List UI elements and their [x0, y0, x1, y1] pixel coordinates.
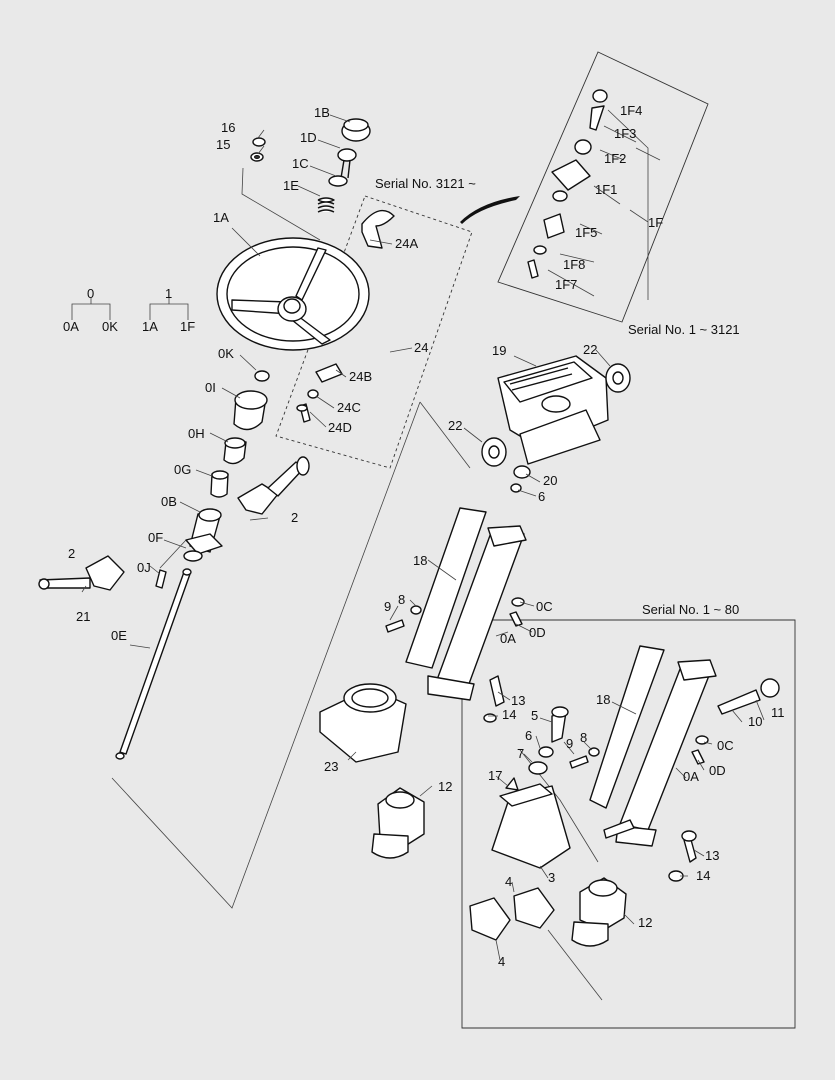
tree-child-1A: 1A — [142, 319, 158, 334]
label-1D: 1D — [300, 130, 317, 145]
label-1A: 1A — [213, 210, 229, 225]
label-23: 23 — [324, 759, 338, 774]
label-1F8: 1F8 — [563, 257, 585, 272]
label-13-upper: 13 — [511, 693, 525, 708]
label-1F5: 1F5 — [575, 225, 597, 240]
tree-child-0K: 0K — [102, 319, 118, 334]
serial-1-3121-box — [497, 51, 709, 323]
serial-3121-label: Serial No. 3121 ~ — [375, 176, 476, 191]
label-1F: 1F — [648, 215, 663, 230]
label-6-lower: 6 — [525, 728, 532, 743]
label-1C: 1C — [292, 156, 309, 171]
label-18-upper: 18 — [413, 553, 427, 568]
bracket-upper — [385, 507, 527, 701]
steering-knob-assembly — [250, 118, 371, 213]
label-24D: 24D — [328, 420, 352, 435]
serial-arrow — [460, 196, 520, 224]
label-24A: 24A — [395, 236, 418, 251]
label-19: 19 — [492, 343, 506, 358]
label-12-lower: 12 — [638, 915, 652, 930]
label-1F1: 1F1 — [595, 182, 617, 197]
label-21: 21 — [76, 609, 90, 624]
label-0G: 0G — [174, 462, 191, 477]
label-2-right: 2 — [291, 510, 298, 525]
label-0K: 0K — [218, 346, 234, 361]
serial-1-3121-label: Serial No. 1 ~ 3121 — [628, 322, 740, 337]
label-4-bottom: 4 — [498, 954, 505, 969]
serial-1-80-label: Serial No. 1 ~ 80 — [642, 602, 739, 617]
serial-1-80-box — [461, 619, 796, 1029]
label-12-upper: 12 — [438, 779, 452, 794]
label-22-left: 22 — [448, 418, 462, 433]
tree-child-0A: 0A — [63, 319, 79, 334]
column-parts — [115, 370, 270, 760]
label-1F7: 1F7 — [555, 277, 577, 292]
label-11: 11 — [771, 705, 785, 720]
label-20: 20 — [543, 473, 557, 488]
label-14-upper: 14 — [502, 707, 516, 722]
part-labels: 1B 16 1D 15 1C 1E 1A 24A 24 0K 24B 0I 24… — [68, 103, 785, 969]
serial-3121-box — [275, 195, 473, 469]
label-0E: 0E — [111, 628, 127, 643]
label-0D-lower: 0D — [709, 763, 726, 778]
label-14-lower: 14 — [696, 868, 710, 883]
label-3: 3 — [548, 870, 555, 885]
label-7: 7 — [517, 746, 524, 761]
label-1F2: 1F2 — [604, 151, 626, 166]
label-0B: 0B — [161, 494, 177, 509]
label-24C: 24C — [337, 400, 361, 415]
label-9-lower: 9 — [566, 736, 573, 751]
label-13-lower: 13 — [705, 848, 719, 863]
label-0A-lower: 0A — [683, 769, 699, 784]
label-0A-upper: 0A — [500, 631, 516, 646]
label-0D-upper: 0D — [529, 625, 546, 640]
label-17: 17 — [488, 768, 502, 783]
steering-wheel — [216, 237, 370, 351]
label-6-top: 6 — [538, 489, 545, 504]
label-10: 10 — [748, 714, 762, 729]
label-22-top: 22 — [583, 342, 597, 357]
control-console — [481, 355, 631, 493]
label-1B: 1B — [314, 105, 330, 120]
label-9-upper: 9 — [384, 599, 391, 614]
label-18-lower: 18 — [596, 692, 610, 707]
label-1F3: 1F3 — [614, 126, 636, 141]
label-16: 16 — [221, 120, 235, 135]
label-1E: 1E — [283, 178, 299, 193]
motor-12-left — [371, 675, 505, 859]
label-1F4: 1F4 — [620, 103, 642, 118]
switch-levers — [38, 456, 310, 591]
label-0F: 0F — [148, 530, 163, 545]
label-8-upper: 8 — [398, 592, 405, 607]
tree-root-0: 0 — [87, 286, 94, 301]
label-0C-upper: 0C — [536, 599, 553, 614]
tree-child-1F: 1F — [180, 319, 195, 334]
label-15: 15 — [216, 137, 230, 152]
label-4-top: 4 — [505, 874, 512, 889]
tree-root-1: 1 — [165, 286, 172, 301]
label-2-left: 2 — [68, 546, 75, 561]
label-24B: 24B — [349, 369, 372, 384]
group-tree: 0 0A 0K 1 1A 1F — [63, 286, 195, 334]
serial-3121-parts — [296, 209, 395, 423]
label-leaders — [81, 114, 765, 961]
label-0I: 0I — [205, 380, 216, 395]
label-0C-lower: 0C — [717, 738, 734, 753]
label-0J: 0J — [137, 560, 151, 575]
label-5: 5 — [531, 708, 538, 723]
detail-1f-parts — [527, 89, 661, 300]
label-24: 24 — [414, 340, 428, 355]
boot-23 — [319, 683, 407, 763]
serial-1-80-parts — [469, 645, 780, 947]
label-0H: 0H — [188, 426, 205, 441]
label-8-lower: 8 — [580, 730, 587, 745]
